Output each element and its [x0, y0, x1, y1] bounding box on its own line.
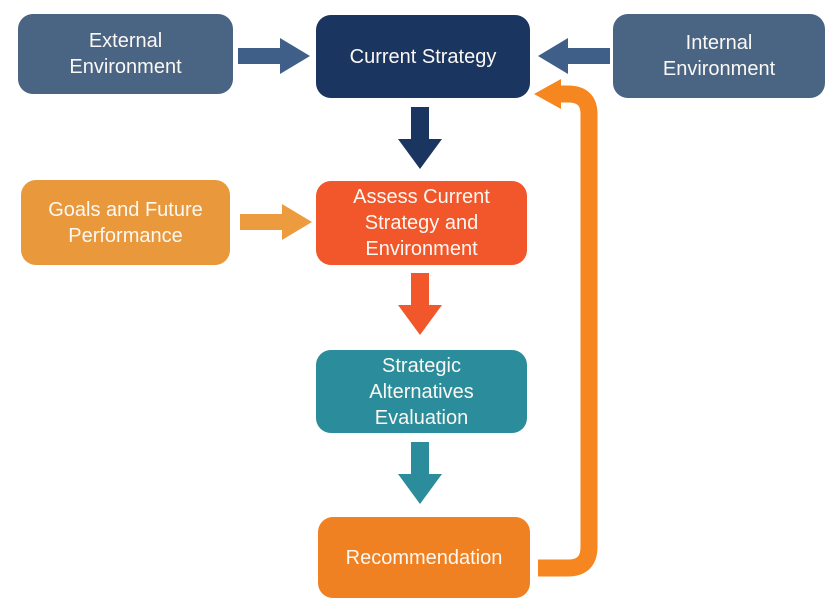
arrow-evaluation-to-recommendation: [398, 442, 442, 504]
left-arrowhead-icon: [534, 79, 561, 109]
down-arrow-icon: [398, 107, 442, 169]
arrow-current-to-assess: [398, 107, 442, 169]
arrow-assess-to-evaluation: [398, 273, 442, 335]
arrow-feedback-recommendation-to-current: [534, 79, 598, 577]
down-arrow-icon: [398, 442, 442, 504]
node-external-environment: External Environment: [18, 14, 233, 94]
node-current-strategy: Current Strategy: [316, 15, 530, 98]
arrow-external-to-current: [238, 38, 310, 74]
left-arrow-icon: [538, 38, 610, 74]
arrow-internal-to-current: [538, 38, 610, 74]
node-goals-and-future-performance: Goals and Future Performance: [21, 180, 230, 265]
node-recommendation: Recommendation: [318, 517, 530, 598]
node-strategic-alternatives-evaluation: Strategic Alternatives Evaluation: [316, 350, 527, 433]
arrow-goals-to-assess: [240, 204, 312, 240]
down-arrow-icon: [398, 273, 442, 335]
node-assess-current-strategy: Assess Current Strategy and Environment: [316, 181, 527, 265]
node-internal-environment: Internal Environment: [613, 14, 825, 98]
right-arrow-icon: [238, 38, 310, 74]
right-arrow-icon: [240, 204, 312, 240]
feedback-loop-line: [538, 85, 598, 577]
